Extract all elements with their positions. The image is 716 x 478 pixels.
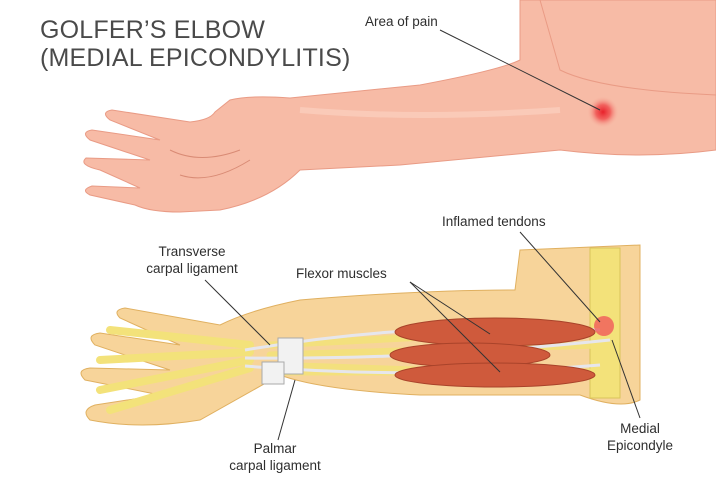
label-palmar-carpal-ligament: Palmar carpal ligament — [210, 440, 340, 474]
palmar-ligament-band — [261, 361, 285, 385]
pain-spot — [587, 96, 619, 128]
label-line: Transverse — [158, 244, 226, 259]
label-line: carpal ligament — [146, 261, 238, 276]
label-line: carpal ligament — [229, 458, 321, 473]
arm-surface-view — [83, 0, 716, 213]
label-inflamed-tendons: Inflamed tendons — [442, 214, 546, 229]
arm-anatomy-view — [80, 244, 641, 426]
pain-pointer-line — [439, 29, 601, 111]
title-line-1: GOLFER’S ELBOW — [40, 16, 266, 44]
label-line: Medial — [620, 421, 660, 436]
label-medial-epicondyle: Medial Epicondyle — [590, 420, 690, 454]
label-area-of-pain: Area of pain — [365, 14, 438, 29]
label-transverse-carpal-ligament: Transverse carpal ligament — [122, 243, 262, 277]
label-line: Epicondyle — [606, 438, 674, 453]
title-line-2: (MEDIAL EPICONDYLITIS) — [40, 44, 351, 72]
label-flexor-muscles: Flexor muscles — [296, 266, 387, 281]
label-line: Palmar — [253, 441, 297, 456]
pointer-lines — [204, 231, 641, 441]
